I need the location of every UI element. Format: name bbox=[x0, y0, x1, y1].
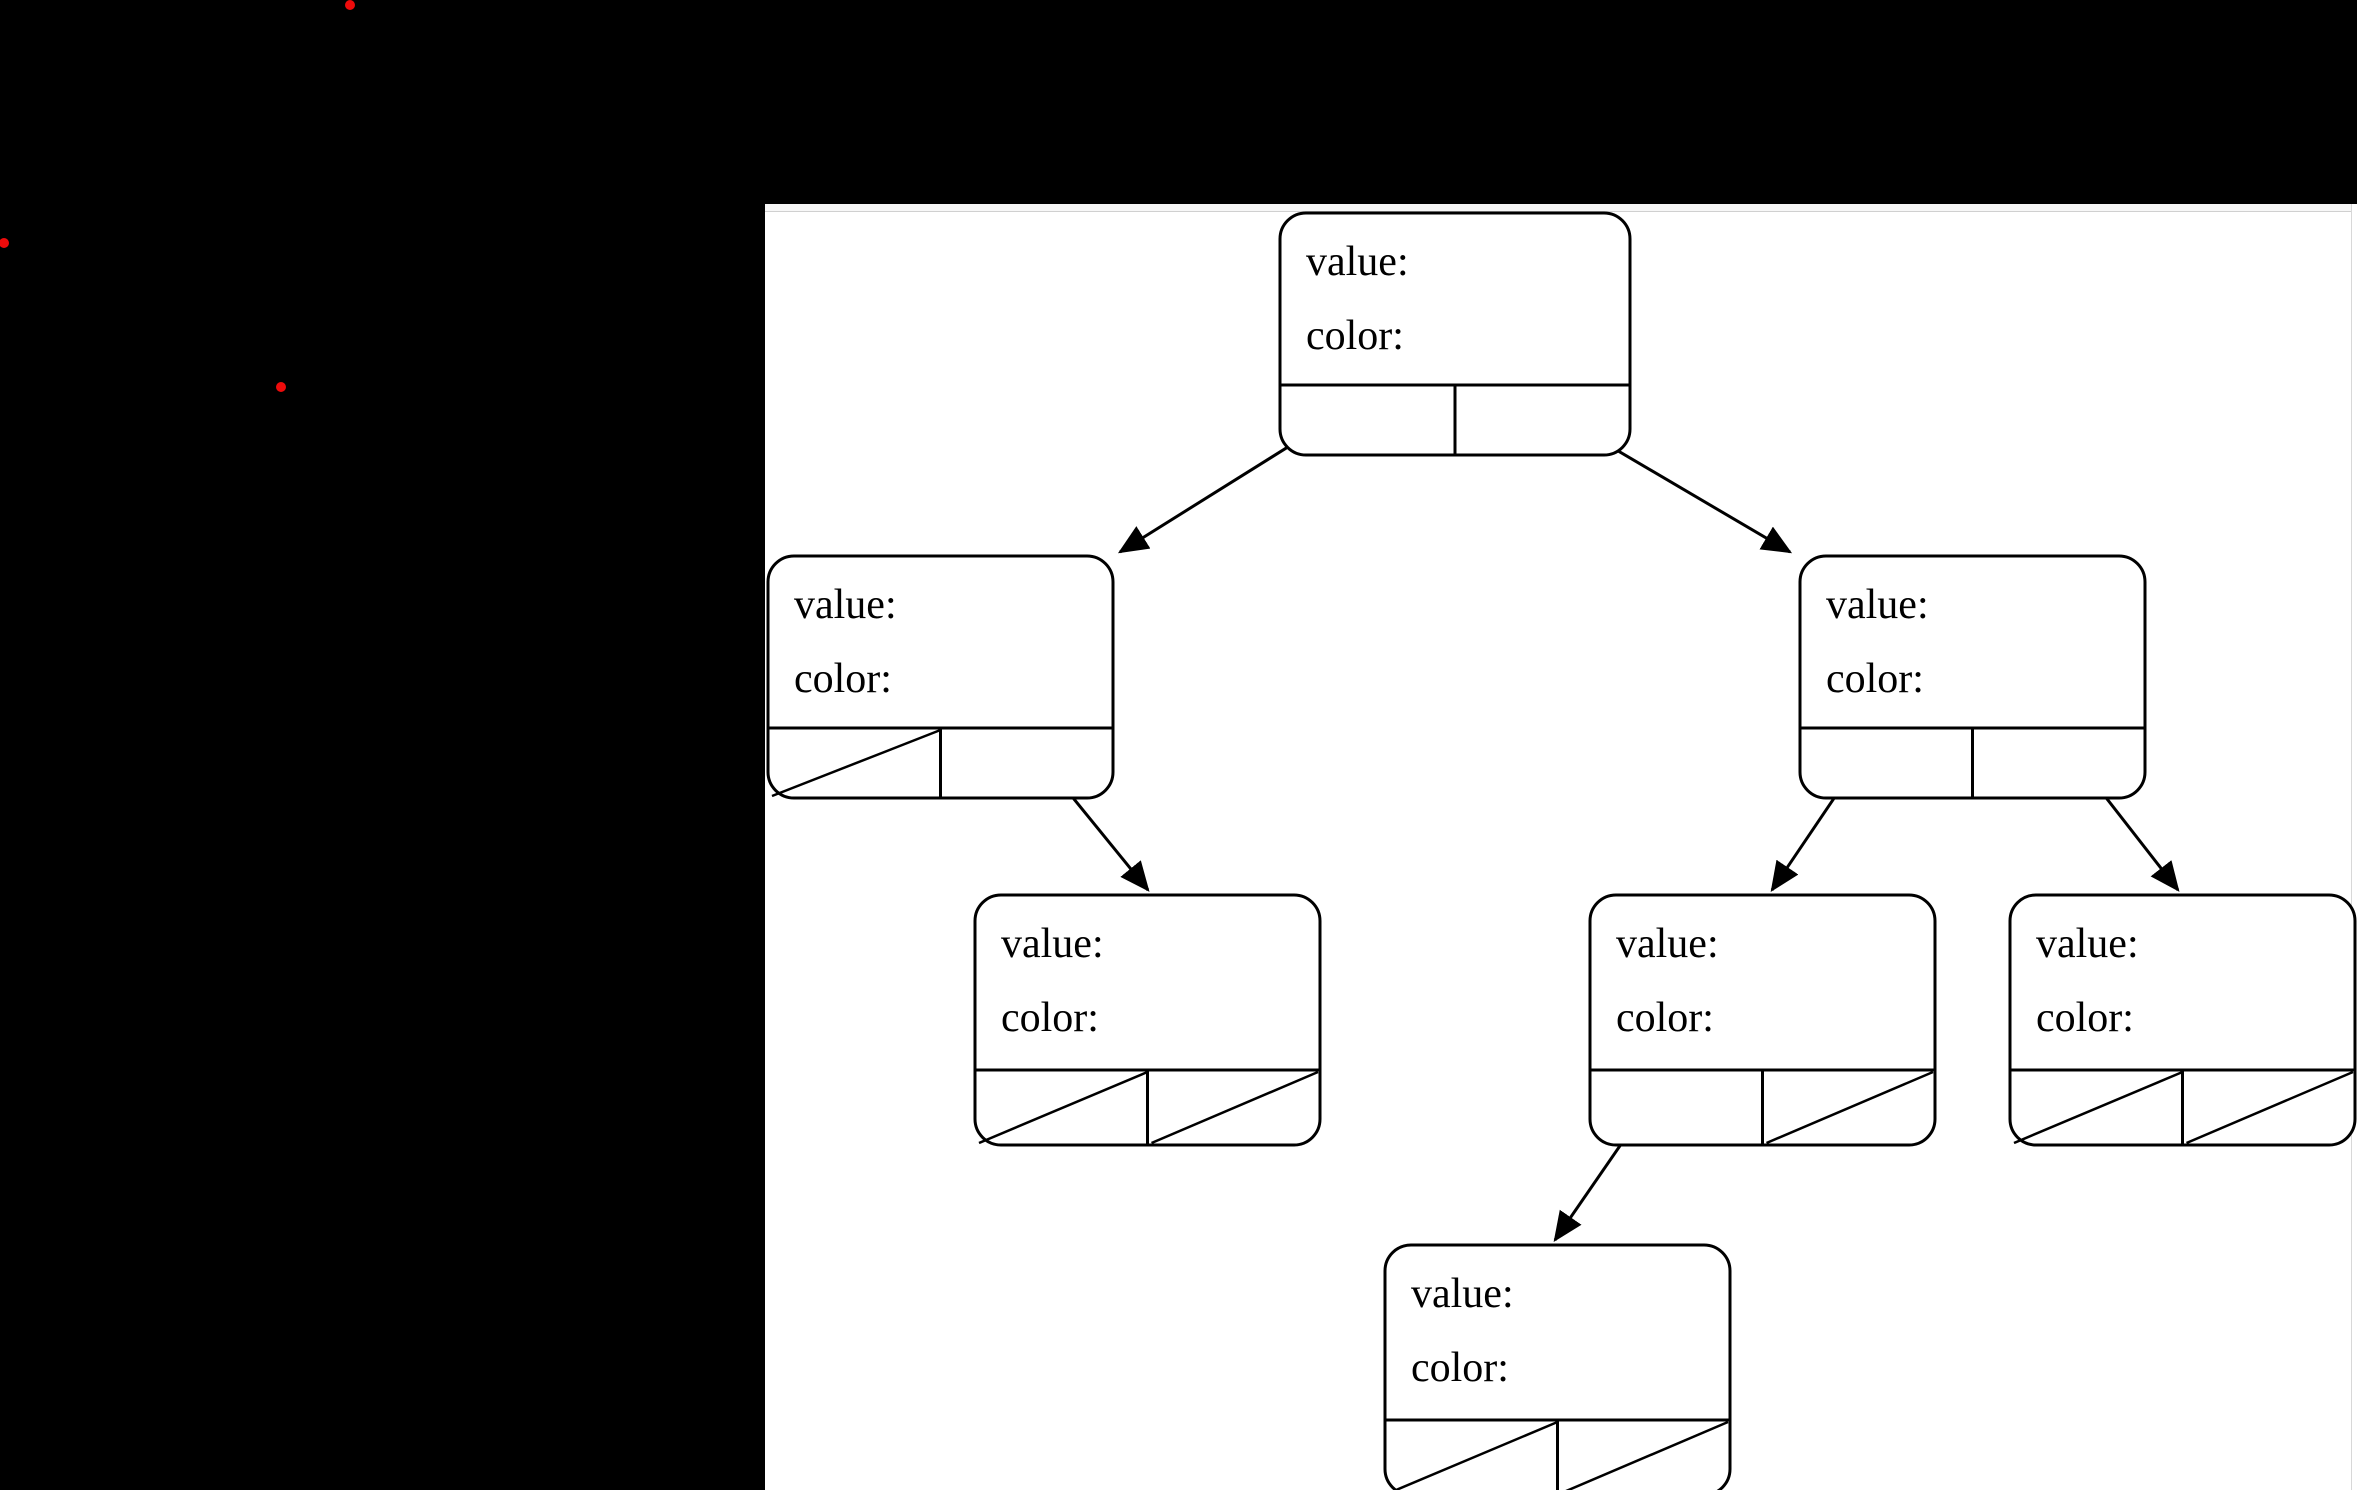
node-bottom-right-null-slash bbox=[1565, 1420, 1729, 1490]
node-root[interactable]: value: color: bbox=[1278, 211, 1632, 457]
node-leaf-b-right-null-slash bbox=[1766, 1070, 1934, 1145]
cursor-dot-left bbox=[0, 238, 9, 248]
cursor-dot-top bbox=[345, 0, 355, 10]
panel-right-border bbox=[2351, 204, 2357, 1490]
node-leaf-b-color-label: color: bbox=[1616, 995, 1714, 1041]
nodes-layer: value:color:value:color:value:color:valu… bbox=[766, 211, 2357, 1490]
node-left-child-value-label: value: bbox=[794, 582, 897, 628]
node-leaf-c-color-label: color: bbox=[2036, 995, 2134, 1041]
node-bottom-color-label: color: bbox=[1411, 1345, 1509, 1391]
node-left-child-color-label: color: bbox=[794, 656, 892, 702]
node-bottom-box bbox=[1383, 1243, 1732, 1490]
node-leaf-a-right-null-slash bbox=[1151, 1070, 1319, 1145]
node-left-child-left-null-slash bbox=[771, 728, 941, 798]
node-leaf-a[interactable]: value: color: bbox=[973, 893, 1322, 1147]
node-right-child-value-label: value: bbox=[1826, 582, 1929, 628]
cursor-dot-mid bbox=[276, 382, 286, 392]
node-leaf-a-left-null-slash bbox=[978, 1070, 1148, 1145]
node-bottom-value-label: value: bbox=[1411, 1271, 1514, 1317]
node-right-child[interactable]: value: color: bbox=[1798, 554, 2147, 800]
node-leaf-a-color-label: color: bbox=[1001, 995, 1099, 1041]
node-leaf-c-right-null-slash bbox=[2186, 1070, 2354, 1145]
node-root-color-label: color: bbox=[1306, 313, 1404, 359]
node-root-value-label: value: bbox=[1306, 239, 1409, 285]
tree-diagram: value:color:value:color:value:color:valu… bbox=[766, 211, 2357, 1490]
node-leaf-b[interactable]: value: color: bbox=[1588, 893, 1937, 1147]
node-bottom[interactable]: value: color: bbox=[1383, 1243, 1732, 1490]
node-leaf-c[interactable]: value: color: bbox=[2008, 893, 2357, 1147]
node-leaf-a-value-label: value: bbox=[1001, 921, 1104, 967]
node-left-child[interactable]: value: color: bbox=[766, 554, 1115, 800]
node-bottom-left-null-slash bbox=[1392, 1420, 1558, 1490]
node-leaf-c-value-label: value: bbox=[2036, 921, 2139, 967]
node-right-child-color-label: color: bbox=[1826, 656, 1924, 702]
node-leaf-c-left-null-slash bbox=[2013, 1070, 2183, 1145]
node-leaf-b-value-label: value: bbox=[1616, 921, 1719, 967]
diagram-viewer-panel[interactable]: value:color:value:color:value:color:valu… bbox=[765, 204, 2357, 1490]
